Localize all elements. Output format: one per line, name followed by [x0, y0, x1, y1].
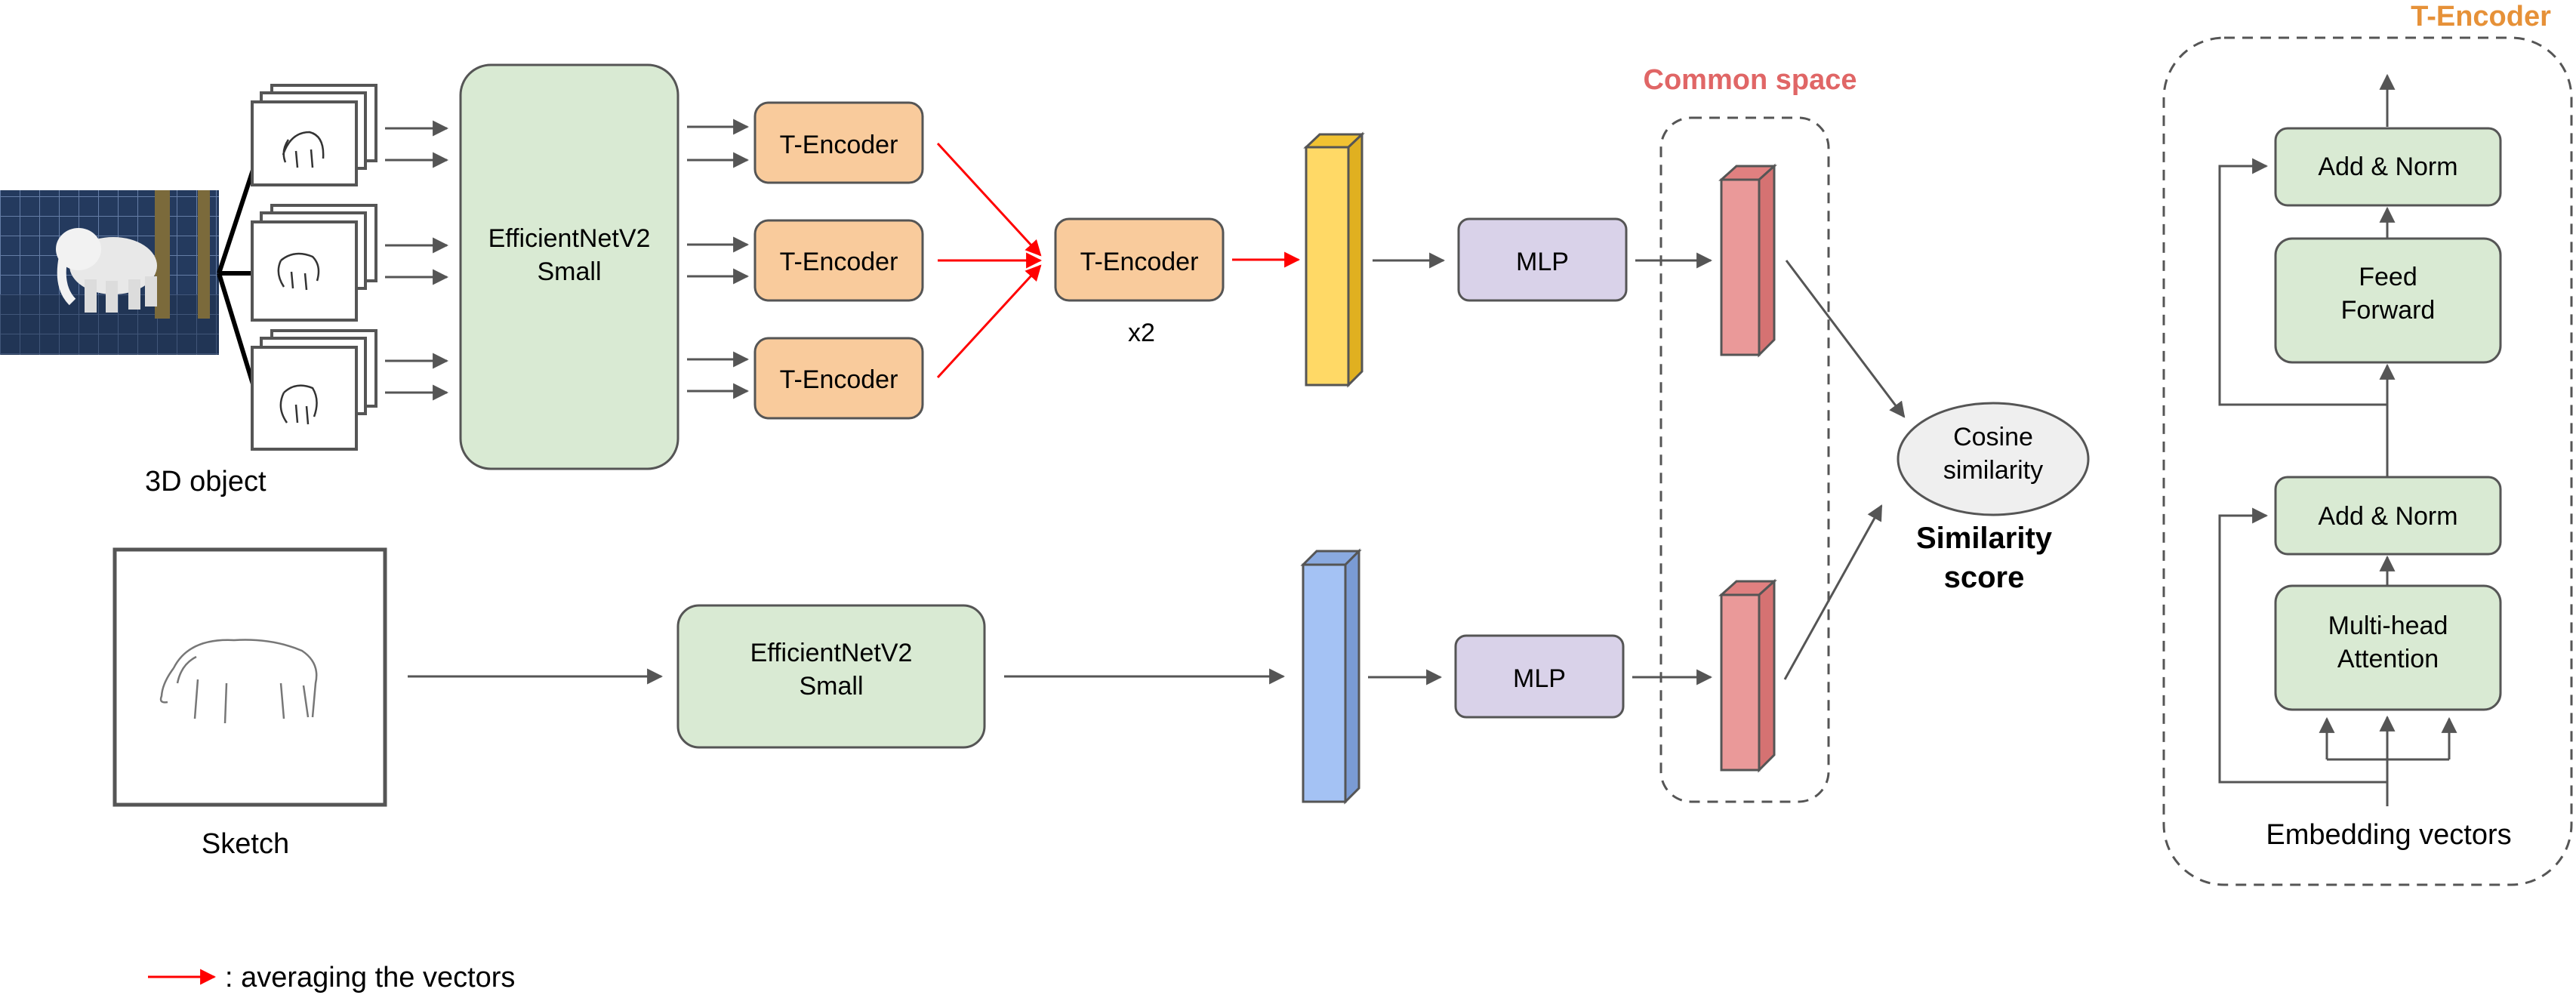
- detail-add-norm-top-label: Add & Norm: [2318, 152, 2457, 181]
- averaging-arrows: [936, 142, 1301, 379]
- sketch-label: Sketch: [202, 828, 289, 860]
- sketch-feature-vector: [1300, 548, 1362, 805]
- backbone-to-tencoder-arrows: [687, 119, 750, 399]
- common-space-box: [1659, 116, 1830, 803]
- common-embedding-sketch: [1718, 578, 1777, 773]
- object-render-image: [0, 190, 219, 355]
- object-feature-vector: [1303, 131, 1365, 388]
- detail-internal-arrows: [2218, 73, 2457, 806]
- view-to-backbone-arrows: [385, 120, 449, 401]
- detail-add-norm-bottom-label: Add & Norm: [2318, 502, 2457, 531]
- legend-text: : averaging the vectors: [225, 962, 515, 993]
- detail-add-norm-top: Add & Norm: [2274, 127, 2502, 207]
- vector-to-mlp-arrows: [1368, 252, 1446, 685]
- t-encoder-view-1: T-Encoder: [753, 101, 924, 184]
- embedding-to-cosine-arrows: [1783, 260, 1906, 680]
- t-encoder-aggregate-label: T-Encoder: [1080, 248, 1199, 276]
- t-encoder-view-3: T-Encoder: [753, 337, 924, 420]
- t-encoder-detail-title: T-Encoder: [2411, 1, 2551, 32]
- mlp-object-label: MLP: [1516, 248, 1569, 276]
- object-3d-label: 3D object: [145, 466, 267, 498]
- t-encoder-detail-box: [2162, 36, 2573, 886]
- view-fanout-lines: [217, 158, 259, 397]
- view-stack-3: [251, 329, 377, 451]
- mlp-sketch-label: MLP: [1513, 664, 1566, 693]
- detail-add-norm-bottom: Add & Norm: [2274, 476, 2502, 556]
- view-stack-1: [251, 84, 377, 186]
- common-space-title: Common space: [1644, 64, 1857, 96]
- t-encoder-view-2: T-Encoder: [753, 219, 924, 302]
- mlp-sketch: MLP: [1454, 634, 1625, 719]
- repeat-label: x2: [1128, 319, 1155, 347]
- legend: : averaging the vectors: [148, 962, 515, 993]
- view-stack-2: [251, 204, 377, 322]
- mlp-object: MLP: [1457, 217, 1628, 302]
- common-embedding-object: [1718, 163, 1777, 358]
- t-encoder-aggregate: T-Encoder: [1054, 217, 1225, 302]
- sketch-image: [112, 547, 387, 807]
- t-encoder-view-3-label: T-Encoder: [780, 365, 898, 394]
- t-encoder-view-1-label: T-Encoder: [780, 131, 898, 159]
- t-encoder-view-2-label: T-Encoder: [780, 248, 898, 276]
- detail-input-label: Embedding vectors: [2266, 819, 2511, 851]
- mlp-to-common-arrows: [1632, 252, 1713, 685]
